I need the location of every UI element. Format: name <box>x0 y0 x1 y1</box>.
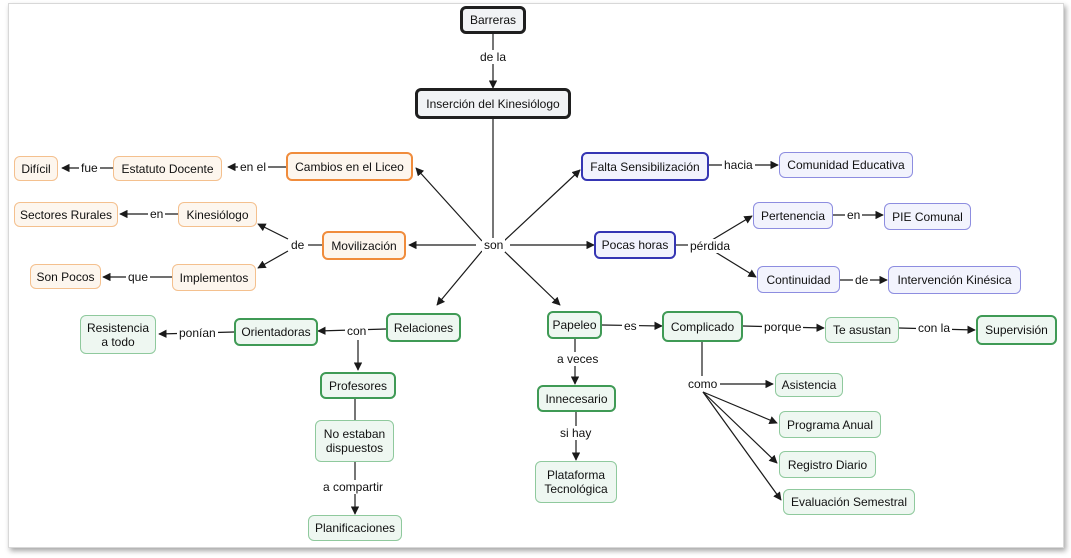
node-implementos[interactable]: Implementos <box>172 264 256 291</box>
node-planificaciones[interactable]: Planificaciones <box>308 515 402 541</box>
node-no-estaban-dispuestos[interactable]: No estaban dispuestos <box>315 420 394 462</box>
node-papeleo[interactable]: Papeleo <box>547 311 602 339</box>
node-supervision[interactable]: Supervisión <box>976 315 1057 345</box>
link-label-que: que <box>126 270 151 284</box>
node-plataforma-tecnologica[interactable]: Plataforma Tecnológica <box>535 461 617 503</box>
node-sectores-rurales[interactable]: Sectores Rurales <box>14 202 118 227</box>
link-label-a-veces: a veces <box>555 352 601 366</box>
node-asistencia[interactable]: Asistencia <box>775 373 843 397</box>
link-label-con-la: con la <box>916 321 953 335</box>
node-dificil[interactable]: Difícil <box>14 156 58 181</box>
link-label-porque: porque <box>762 320 804 334</box>
node-registro-diario[interactable]: Registro Diario <box>779 451 876 478</box>
link-label-de-la: de la <box>478 50 509 64</box>
link-label-ponian: ponían <box>177 326 218 340</box>
link-label-a-compartir: a compartir <box>321 480 386 494</box>
link-label-de: de <box>289 238 307 252</box>
node-pocas-horas[interactable]: Pocas horas <box>594 231 676 259</box>
link-label-hacia: hacia <box>722 158 755 172</box>
node-barreras[interactable]: Barreras <box>460 6 526 34</box>
node-movilizacion[interactable]: Movilización <box>322 231 406 260</box>
node-insercion-kinesiologo[interactable]: Inserción del Kinesiólogo <box>415 88 571 119</box>
node-evaluacion-semestral[interactable]: Evaluación Semestral <box>783 489 915 515</box>
link-label-en: en <box>148 207 166 221</box>
link-label-son: son <box>482 238 506 252</box>
node-complicado[interactable]: Complicado <box>662 311 743 342</box>
node-orientadoras[interactable]: Orientadoras <box>234 318 318 346</box>
node-relaciones[interactable]: Relaciones <box>386 313 461 342</box>
link-label-perdida: pérdida <box>688 239 733 253</box>
node-pie-comunal[interactable]: PIE Comunal <box>884 203 971 230</box>
link-label-con: con <box>345 324 369 338</box>
link-label-como: como <box>686 377 720 391</box>
link-label-fue: fue <box>79 161 100 175</box>
link-label-de-intervencion: de <box>853 273 871 287</box>
node-comunidad-educativa[interactable]: Comunidad Educativa <box>779 152 913 178</box>
link-label-si-hay: si hay <box>558 426 594 440</box>
link-label-en-el: en el <box>238 160 269 174</box>
node-innecesario[interactable]: Innecesario <box>537 385 616 412</box>
node-falta-sensibilizacion[interactable]: Falta Sensibilización <box>581 152 709 181</box>
node-profesores[interactable]: Profesores <box>320 372 396 399</box>
node-pertenencia[interactable]: Pertenencia <box>753 202 833 229</box>
node-resistencia-a-todo[interactable]: Resistencia a todo <box>80 315 156 354</box>
link-label-es: es <box>622 319 639 333</box>
node-cambios-liceo[interactable]: Cambios en el Liceo <box>286 152 413 181</box>
node-kinesiologo[interactable]: Kinesiólogo <box>178 202 257 227</box>
link-label-en-pie: en <box>845 208 863 222</box>
node-son-pocos[interactable]: Son Pocos <box>30 264 101 289</box>
node-intervencion-kinesica[interactable]: Intervención Kinésica <box>888 266 1021 294</box>
node-continuidad[interactable]: Continuidad <box>757 266 840 293</box>
node-programa-anual[interactable]: Programa Anual <box>779 411 881 438</box>
node-estatuto-docente[interactable]: Estatuto Docente <box>113 156 222 181</box>
node-te-asustan[interactable]: Te asustan <box>825 317 899 343</box>
